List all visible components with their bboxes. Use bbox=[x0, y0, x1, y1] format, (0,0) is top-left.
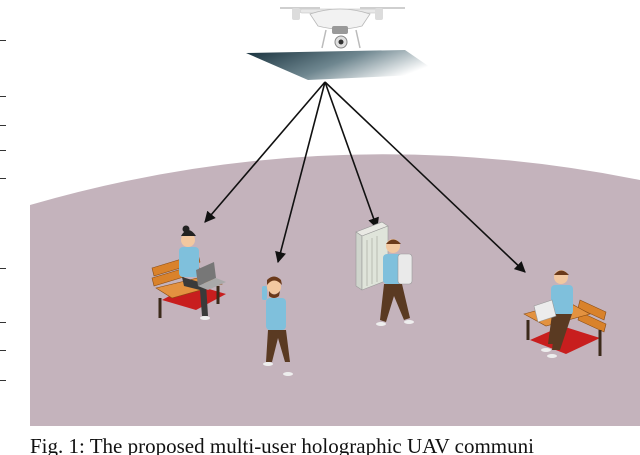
uav-drone bbox=[280, 7, 405, 49]
margin-mark bbox=[0, 350, 6, 351]
user-man-phone bbox=[262, 276, 293, 376]
arrow-to-user-1 bbox=[204, 81, 326, 223]
margin-mark bbox=[0, 380, 6, 381]
margin-mark bbox=[0, 96, 6, 97]
ground-plane bbox=[30, 154, 640, 426]
figure-caption: Fig. 1: The proposed multi-user holograp… bbox=[30, 436, 534, 455]
user-man-laptop-bench bbox=[523, 270, 607, 358]
margin-mark bbox=[0, 125, 6, 126]
arrow-to-user-3 bbox=[324, 81, 379, 230]
user-man-fridge bbox=[355, 221, 414, 326]
margin-mark bbox=[0, 268, 6, 269]
margin-mark bbox=[0, 178, 6, 179]
margin-mark bbox=[0, 322, 6, 323]
transmission-arrows bbox=[204, 81, 526, 273]
user-woman-laptop-bench bbox=[151, 225, 226, 320]
hologram-plane bbox=[246, 50, 440, 80]
margin-mark bbox=[0, 40, 6, 41]
margin-mark bbox=[0, 150, 6, 151]
arrow-to-user-4 bbox=[324, 81, 526, 273]
arrow-to-user-2 bbox=[275, 81, 326, 264]
